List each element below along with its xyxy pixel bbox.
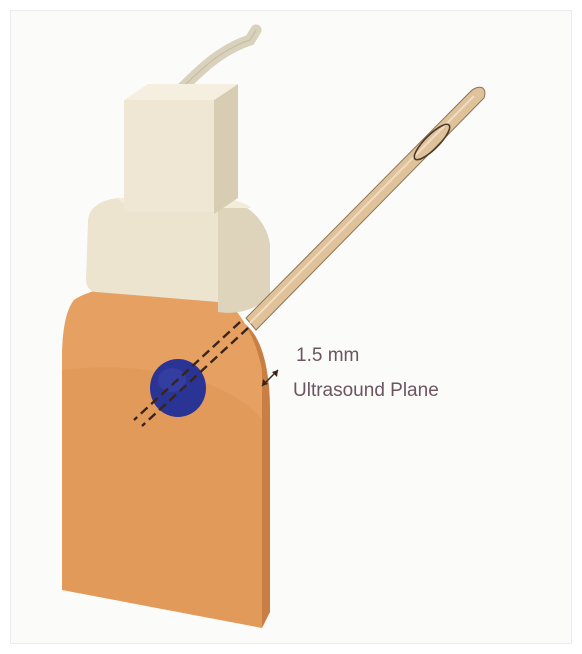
probe-cable (178, 30, 256, 92)
probe-base-side (218, 198, 270, 313)
ultrasound-probe (86, 84, 270, 313)
probe-base-front (86, 198, 218, 302)
thickness-label: 1.5 mm (296, 346, 359, 365)
needle-shaft (246, 87, 485, 330)
probe-handle-front (124, 100, 214, 212)
tissue-phantom (62, 282, 270, 628)
needle (246, 87, 485, 330)
target-sphere (150, 359, 206, 417)
ultrasound-plane-label: Ultrasound Plane (293, 381, 439, 400)
probe-handle-side (214, 84, 238, 214)
